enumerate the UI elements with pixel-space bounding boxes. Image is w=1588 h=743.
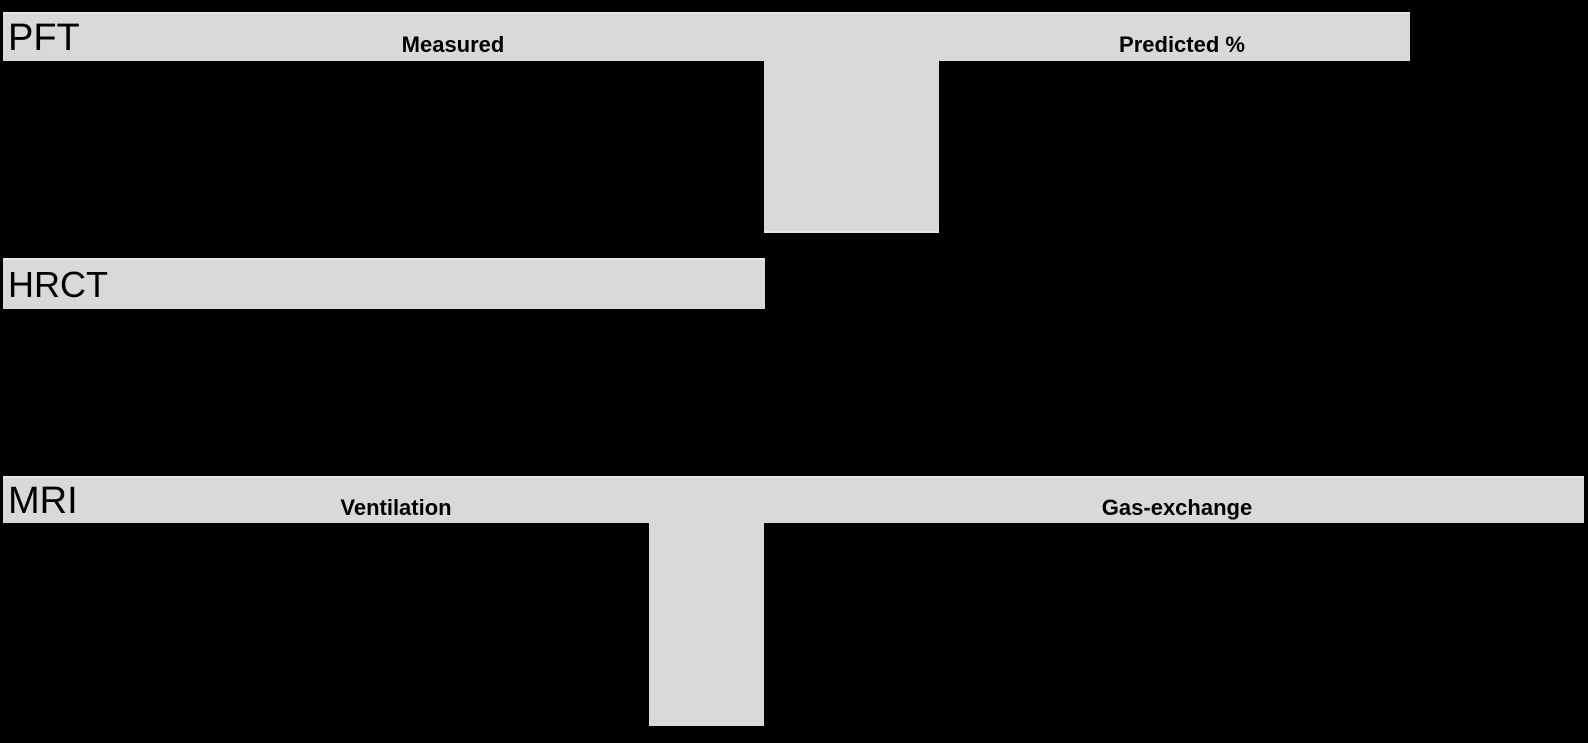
mri-section-label: MRI [8, 479, 78, 522]
mri-divider-column-block [649, 523, 764, 726]
column-header-measured: Measured [401, 32, 505, 57]
hrct-section-header-row: HRCT [3, 258, 765, 309]
hrct-section-label: HRCT [8, 263, 108, 305]
pft-divider-column-block [764, 61, 939, 233]
pft-section-label: PFT [8, 16, 80, 59]
column-header-predicted-percent: Predicted % [1119, 32, 1245, 57]
column-header-gas-exchange: Gas-exchange [1101, 495, 1253, 520]
mri-section-header-row: MRI Ventilation Gas-exchange [3, 476, 1584, 523]
column-header-ventilation: Ventilation [340, 495, 452, 520]
pft-section-header-row: PFT Measured Predicted % [3, 12, 1410, 61]
